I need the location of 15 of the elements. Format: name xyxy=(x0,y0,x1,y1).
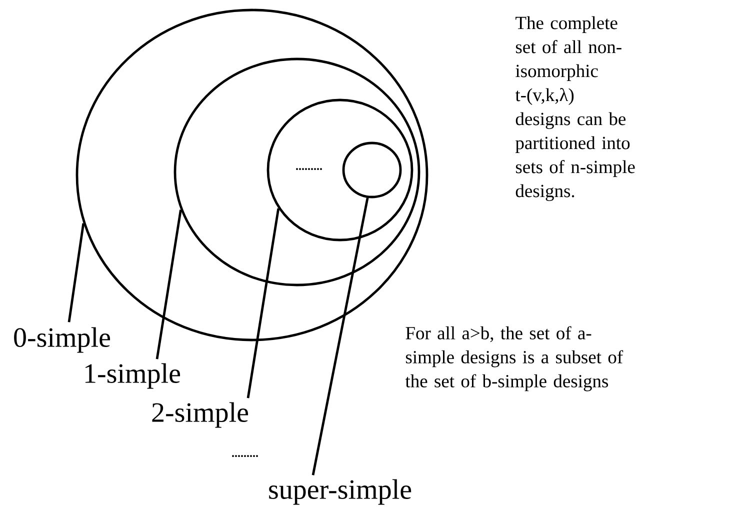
leader-line xyxy=(68,223,85,322)
leader-line xyxy=(156,210,182,360)
note-text: The complete set of all non-isomorphic t-(v,k,λ) designs can be partitioned into sets of n-simple designs. xyxy=(515,16,635,202)
ellipsis: ......... xyxy=(232,455,258,457)
nested-ellipse xyxy=(342,142,402,198)
set-label: 0-simple xyxy=(14,327,110,353)
leader-line xyxy=(246,208,280,398)
nested-ellipse xyxy=(266,98,414,242)
set-label: super-simple xyxy=(269,479,412,505)
ellipsis: ......... xyxy=(296,168,322,170)
set-label: 1-simple xyxy=(85,363,180,389)
set-label: 2-simple xyxy=(152,402,248,428)
nested-ellipse xyxy=(174,58,420,286)
leader-line xyxy=(312,198,369,476)
note-text: For all a>b, the set of a-simple designs is a subset of the set of b-simple designs xyxy=(405,326,624,392)
